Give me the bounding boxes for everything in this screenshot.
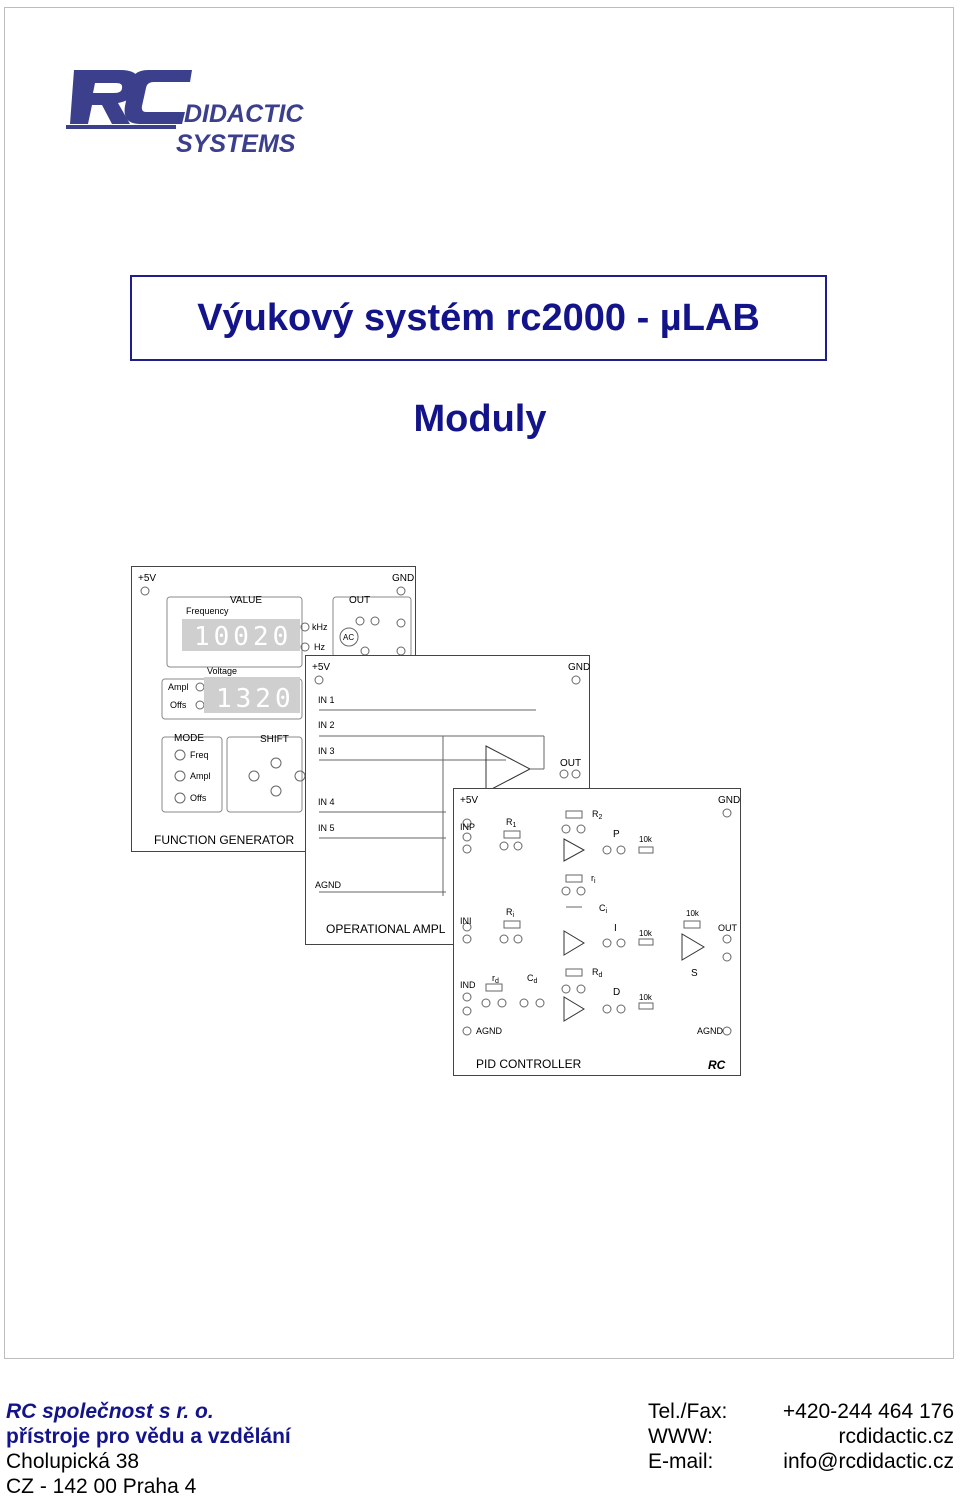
fg-offs-label: Offs bbox=[170, 700, 187, 710]
fg-mode-label: MODE bbox=[174, 733, 204, 744]
fg-gnd-label: GND bbox=[392, 573, 414, 584]
rc-didactic-logo: DIDACTIC SYSTEMS bbox=[66, 70, 304, 158]
fg-module-name: FUNCTION GENERATOR bbox=[154, 833, 295, 847]
pid-Ri-label: Ri bbox=[506, 907, 515, 919]
pid-10k-p-label: 10k bbox=[639, 835, 653, 844]
pid-r1-label: R1 bbox=[506, 817, 517, 829]
fg-ampl-label: Ampl bbox=[168, 682, 189, 692]
title-box: Výukový systém rc2000 - µLAB bbox=[130, 275, 827, 361]
oa-module-name: OPERATIONAL AMPL bbox=[326, 922, 446, 936]
fg-mode-offs: Offs bbox=[190, 793, 207, 803]
footer-www-link[interactable]: rcdidactic.cz bbox=[838, 1425, 954, 1448]
pid-brand-label: RC bbox=[708, 1058, 726, 1072]
oa-in5-label: IN 5 bbox=[318, 823, 335, 833]
fg-plus5v-label: +5V bbox=[138, 573, 156, 584]
fg-value-label: VALUE bbox=[230, 595, 262, 606]
oa-agnd-label: AGND bbox=[315, 880, 342, 890]
oa-in2-label: IN 2 bbox=[318, 720, 335, 730]
oa-gnd-label: GND bbox=[568, 662, 590, 673]
fg-volt-display: 1320 bbox=[216, 684, 295, 714]
logo-systems-text: SYSTEMS bbox=[176, 130, 296, 158]
pid-cd-label: Cd bbox=[527, 973, 538, 985]
footer-tagline: přístroje pro vědu a vzdělání bbox=[6, 1425, 291, 1448]
pid-10k-i-label: 10k bbox=[639, 929, 653, 938]
pid-gnd-label: GND bbox=[718, 795, 740, 806]
logo-didactic-text: DIDACTIC bbox=[184, 100, 304, 128]
pid-controller-panel: +5V GND INP R1 R2 P 10k ri Ci INI Ri I 1… bbox=[453, 788, 741, 1076]
fg-khz-label: kHz bbox=[312, 622, 328, 632]
pid-s-label: S bbox=[691, 968, 698, 979]
pid-module-name: PID CONTROLLER bbox=[476, 1057, 582, 1071]
fg-ac-label: AC bbox=[343, 633, 354, 642]
pid-ini-label: INI bbox=[460, 916, 472, 926]
fg-voltage-label: Voltage bbox=[207, 666, 237, 676]
footer-city: CZ - 142 00 Praha 4 bbox=[6, 1475, 197, 1498]
footer-email-link[interactable]: info@rcdidactic.cz bbox=[783, 1450, 954, 1473]
footer: RC společnost s r. o. přístroje pro vědu… bbox=[0, 1398, 960, 1498]
pid-i-label: I bbox=[614, 923, 617, 934]
oa-in1-label: IN 1 bbox=[318, 695, 335, 705]
pid-10k-s-label: 10k bbox=[686, 909, 700, 918]
oa-out-label: OUT bbox=[560, 758, 581, 769]
fg-hz-label: Hz bbox=[314, 642, 325, 652]
pid-r2-label: R2 bbox=[592, 809, 603, 821]
pid-p-label: P bbox=[613, 829, 620, 840]
oa-plus5v-label: +5V bbox=[312, 662, 330, 673]
footer-email-label: E-mail: bbox=[648, 1450, 714, 1473]
fg-freq-display: 10020 bbox=[194, 622, 292, 652]
pid-out-label: OUT bbox=[718, 923, 738, 933]
pid-agnd-right-label: AGND bbox=[697, 1026, 724, 1036]
fg-mode-freq: Freq bbox=[190, 750, 209, 760]
fg-shift-label: SHIFT bbox=[260, 734, 289, 745]
pid-d-label: D bbox=[613, 987, 620, 998]
pid-ci-label: Ci bbox=[599, 903, 608, 915]
pid-ri-small-label: ri bbox=[591, 873, 596, 885]
footer-tel-label: Tel./Fax: bbox=[648, 1400, 728, 1423]
fg-mode-ampl: Ampl bbox=[190, 771, 211, 781]
pid-plus5v-label: +5V bbox=[460, 795, 478, 806]
page-subtitle: Moduly bbox=[413, 398, 547, 440]
pid-inp-label: INP bbox=[460, 822, 475, 832]
footer-tel-value: +420-244 464 176 bbox=[782, 1400, 954, 1423]
function-generator-panel: +5V GND VALUE OUT Frequency 10020 kHz Hz… bbox=[131, 566, 416, 852]
pid-rd-small-label: rd bbox=[492, 973, 499, 985]
pid-Rd-label: Rd bbox=[592, 967, 603, 979]
pid-10k-d-label: 10k bbox=[639, 993, 653, 1002]
footer-street: Cholupická 38 bbox=[6, 1450, 140, 1473]
fg-frequency-label: Frequency bbox=[186, 606, 229, 616]
oa-in4-label: IN 4 bbox=[318, 797, 335, 807]
oa-in3-label: IN 3 bbox=[318, 746, 335, 756]
page-title: Výukový systém rc2000 - µLAB bbox=[197, 296, 760, 339]
footer-www-label: WWW: bbox=[648, 1425, 713, 1448]
pid-agnd-left-label: AGND bbox=[476, 1026, 503, 1036]
pid-ind-label: IND bbox=[460, 980, 476, 990]
footer-company: RC společnost s r. o. bbox=[6, 1400, 214, 1423]
fg-out-label: OUT bbox=[349, 595, 370, 606]
